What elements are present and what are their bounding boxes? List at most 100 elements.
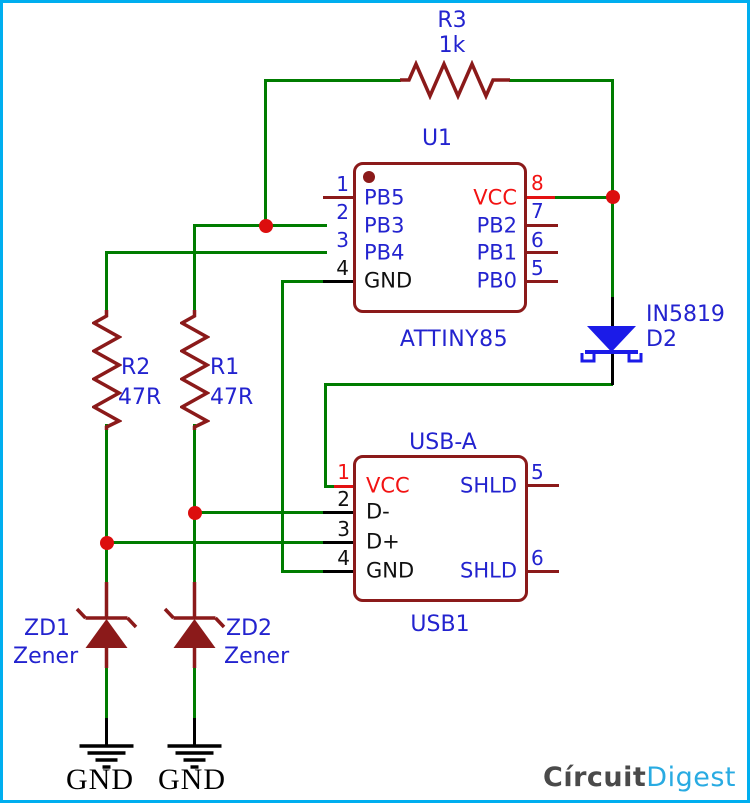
zd1-ref-label: ZD1 <box>24 616 71 641</box>
d2-value-label: IN5819 <box>646 302 725 327</box>
u1-pin4-label: GND <box>364 268 413 293</box>
wire-zd1-bottom <box>105 666 108 720</box>
resistor-r1-symbol <box>180 310 210 430</box>
usb-pin2-number: 2 <box>337 487 350 511</box>
u1-pb1-label: PB1 <box>476 240 517 265</box>
wire-d2-out-vertical <box>324 383 327 487</box>
r1-ref-label: R1 <box>210 355 240 380</box>
r3-value-label: 1k <box>438 33 466 58</box>
junction-dot-pb3 <box>259 219 273 233</box>
zener-zd2-symbol <box>163 582 226 668</box>
u1-pin5-stub <box>527 280 558 283</box>
u1-pin7-number: 7 <box>531 199 544 223</box>
usb-pin5-number: 5 <box>531 460 544 484</box>
resistor-r2-symbol <box>92 310 122 430</box>
wire-r2-top <box>105 251 108 312</box>
wire-gnd-chip <box>281 280 325 283</box>
wire-gnd-vertical <box>281 280 284 572</box>
ground-symbol-right <box>167 744 222 769</box>
u1-pin7-stub <box>527 224 558 227</box>
wire-dplus <box>105 541 327 544</box>
wire-usb-vcc-stublink <box>324 485 338 488</box>
u1-pb0-label: PB0 <box>476 268 517 293</box>
zd2-ref-label: ZD2 <box>226 616 273 641</box>
lead-d2-top <box>611 297 614 327</box>
u1-pin1-marker-dot <box>363 171 375 183</box>
u1-pin6-stub <box>527 251 558 254</box>
u1-pin4-number: 4 <box>336 256 349 280</box>
usb1-connector-body <box>353 455 528 602</box>
wire-zd2-bottom <box>193 666 196 720</box>
usb-pin3-stub <box>323 541 354 544</box>
wire-vcc-vertical <box>611 79 614 298</box>
usb-pin1-number: 1 <box>337 460 350 484</box>
wire-dminus <box>193 511 327 514</box>
zener-zd1-symbol <box>75 582 138 668</box>
zd2-value-label: Zener <box>224 644 290 669</box>
usb-shld-bottom-label: SHLD <box>460 558 517 583</box>
u1-chip-body <box>353 162 527 313</box>
u1-pin1-stub <box>323 196 354 199</box>
wire-r1-bottom <box>193 424 196 586</box>
usb-pin6-number: 6 <box>531 546 544 570</box>
u1-pin3-label: PB4 <box>364 240 405 265</box>
u1-pin2-number: 2 <box>336 200 349 224</box>
junction-dot-dminus <box>188 506 202 520</box>
u1-pin6-number: 6 <box>531 228 544 252</box>
gnd-right-label: GND <box>158 763 226 796</box>
usb-vcc-label: VCC <box>366 473 410 498</box>
u1-part-label: ATTINY85 <box>399 327 509 352</box>
u1-pin1-number: 1 <box>336 172 349 196</box>
usb-dplus-label: D+ <box>366 529 400 554</box>
r2-ref-label: R2 <box>121 355 151 380</box>
u1-pin1-label: PB5 <box>364 185 405 210</box>
junction-dot-vcc <box>606 190 620 204</box>
wire-r1-top <box>193 224 196 312</box>
diode-d2-symbol <box>580 326 643 363</box>
d2-ref-label: D2 <box>646 327 677 352</box>
u1-ref-label: U1 <box>421 126 453 151</box>
u1-pin5-number: 5 <box>531 256 544 280</box>
usb-shld-top-label: SHLD <box>460 473 517 498</box>
r3-ref-label: R3 <box>437 8 467 33</box>
lead-d2-bottom <box>611 350 614 385</box>
wire-r3-left <box>264 79 401 82</box>
wire-left-vertical <box>264 79 267 228</box>
u1-vcc-label: VCC <box>473 185 517 210</box>
resistor-r3-symbol <box>400 60 510 100</box>
wire-r2-bottom <box>105 424 108 586</box>
circuitdigest-logo: CírcuitDigest <box>543 762 736 793</box>
usb-ref-label: USB1 <box>410 612 470 637</box>
wire-pin8-vcc <box>551 196 613 199</box>
usb-pin1-stub <box>334 485 354 488</box>
usb-pin2-stub <box>323 511 354 514</box>
wire-r3-right <box>509 79 614 82</box>
usb-pin3-number: 3 <box>337 517 350 541</box>
usb-part-label: USB-A <box>409 430 477 455</box>
logo-digest-text: Digest <box>646 762 736 793</box>
u1-pin8-stub <box>527 196 555 199</box>
junction-dot-dplus <box>100 536 114 550</box>
usb-pin4-number: 4 <box>337 546 350 570</box>
usb-pin5-stub <box>528 484 559 487</box>
wire-pin3-horizontal <box>105 251 327 254</box>
wire-gnd-usb <box>281 570 327 573</box>
r2-value-label: 47R <box>118 385 162 410</box>
r1-value-label: 47R <box>210 385 254 410</box>
ground-symbol-left <box>79 744 134 769</box>
usb-pin6-stub <box>528 570 559 573</box>
u1-pin2-label: PB3 <box>364 213 405 238</box>
gnd-left-label: GND <box>66 763 134 796</box>
wire-d2-out-horizontal <box>324 383 613 386</box>
u1-pin8-number: 8 <box>531 171 544 195</box>
lead-gnd1-stem <box>105 718 108 747</box>
u1-pin3-number: 3 <box>336 228 349 252</box>
u1-pb2-label: PB2 <box>476 213 517 238</box>
logo-circuit-text: Círcuit <box>543 762 647 793</box>
usb-gnd-label: GND <box>366 558 415 583</box>
zd1-value-label: Zener <box>13 644 79 669</box>
lead-gnd2-stem <box>193 718 196 747</box>
usb-pin4-stub <box>323 570 354 573</box>
u1-pin4-stub <box>323 280 354 283</box>
